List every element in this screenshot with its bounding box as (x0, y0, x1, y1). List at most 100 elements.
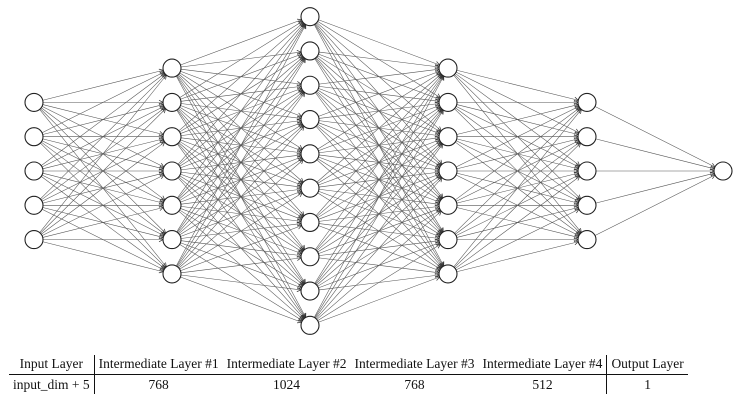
connection-edge (179, 192, 303, 270)
neuron-node (300, 247, 320, 267)
connection-edge (177, 126, 305, 268)
neuron-node (24, 195, 44, 215)
connection-edge (453, 109, 582, 268)
neuron-node (162, 264, 182, 284)
neuron-node (438, 58, 458, 78)
connection-edge (315, 74, 443, 216)
connection-edge (317, 72, 441, 150)
neuron-node (438, 264, 458, 284)
connection-edge (42, 207, 164, 238)
neuron-node (577, 127, 597, 147)
connection-edge (176, 58, 306, 267)
neuron-node (300, 144, 320, 164)
connection-edge (315, 177, 443, 319)
connection-edge (456, 241, 579, 273)
neuron-node (577, 161, 597, 181)
connection-edge (456, 69, 579, 101)
connection-edge (177, 23, 305, 165)
connection-edge (41, 71, 165, 133)
connection-edge (318, 70, 440, 117)
connection-edge (314, 109, 444, 318)
value-intermediate-layer-2: 1024 (273, 377, 301, 392)
neuron-node (713, 161, 733, 181)
connection-edge (315, 75, 443, 250)
connection-edge (316, 210, 442, 320)
neuron-node (577, 195, 597, 215)
connection-edge (315, 143, 443, 319)
header-intermediate-layer-4: Intermediate Layer #4 (478, 355, 608, 375)
neuron-node (300, 281, 320, 301)
value-input-layer: input_dim + 5 (9, 374, 95, 394)
connection-edge (176, 24, 306, 233)
neuron-node (438, 92, 458, 112)
neuron-node (162, 58, 182, 78)
header-output-layer: Output Layer (606, 355, 688, 375)
neuron-node (300, 75, 320, 95)
connection-edge (178, 159, 304, 269)
value-intermediate-layer-4: 512 (478, 374, 608, 394)
connection-edge (180, 276, 302, 323)
neuron-node (162, 161, 182, 181)
neuron-node (162, 230, 182, 250)
connection-edge (177, 92, 305, 267)
connection-edge (318, 68, 440, 85)
header-intermediate-layer-1: Intermediate Layer #1 (94, 355, 223, 375)
connection-edge (40, 74, 166, 200)
neuron-node (24, 92, 44, 112)
connection-edge (178, 22, 304, 132)
neuron-node (162, 92, 182, 112)
neuron-node (300, 7, 320, 27)
connection-edge (595, 172, 715, 204)
connection-edge (177, 23, 305, 199)
connection-edge (180, 19, 302, 66)
connection-edge (456, 104, 579, 135)
connection-edge (317, 244, 441, 321)
neuron-node (300, 178, 320, 198)
neuron-node (577, 230, 597, 250)
connection-edge (316, 73, 442, 183)
table-header-row: Input Layer Intermediate Layer #1 Interm… (9, 355, 688, 375)
connection-edge (41, 174, 165, 236)
connection-edge (314, 75, 444, 318)
connection-edge (454, 108, 581, 234)
neuron-node (300, 110, 320, 130)
connection-edge (40, 108, 166, 234)
connection-edge (180, 257, 302, 274)
layer-size-table: Input Layer Intermediate Layer #1 Interm… (9, 355, 688, 394)
value-intermediate-layer-1: 768 (148, 377, 169, 392)
header-intermediate-layer-3: Intermediate Layer #3 (350, 355, 479, 375)
neuron-nodes (24, 7, 733, 335)
connection-edge (314, 75, 444, 284)
connection-edge (594, 174, 716, 236)
neuron-node (24, 127, 44, 147)
neuron-node (162, 127, 182, 147)
connection-edge (41, 73, 165, 166)
connection-edge (455, 176, 580, 269)
value-intermediate-layer-3: 768 (404, 377, 425, 392)
connection-edge (41, 141, 165, 235)
connection-edge (318, 51, 440, 68)
connection-edge (455, 106, 580, 168)
connection-edge (454, 142, 581, 268)
connection-edge (455, 107, 580, 201)
connection-edge (318, 276, 440, 323)
connection-edge (180, 274, 302, 291)
neuron-node (300, 212, 320, 232)
neural-network-diagram (24, 7, 733, 335)
connection-edge (179, 21, 303, 98)
neuron-node (24, 230, 44, 250)
connection-edge (42, 70, 164, 101)
neuron-node (300, 315, 320, 335)
header-input-layer: Input Layer (9, 355, 95, 375)
neuron-node (438, 195, 458, 215)
neuron-node (577, 92, 597, 112)
connection-edges (39, 19, 716, 323)
header-intermediate-layer-2: Intermediate Layer #2 (222, 355, 351, 375)
table-row: input_dim + 5 768 1024 768 512 1 (9, 374, 688, 394)
neuron-node (438, 230, 458, 250)
connection-edge (318, 19, 440, 66)
neuron-node (162, 195, 182, 215)
neuron-node (438, 161, 458, 181)
neuron-node (300, 41, 320, 61)
connection-edge (176, 24, 306, 267)
